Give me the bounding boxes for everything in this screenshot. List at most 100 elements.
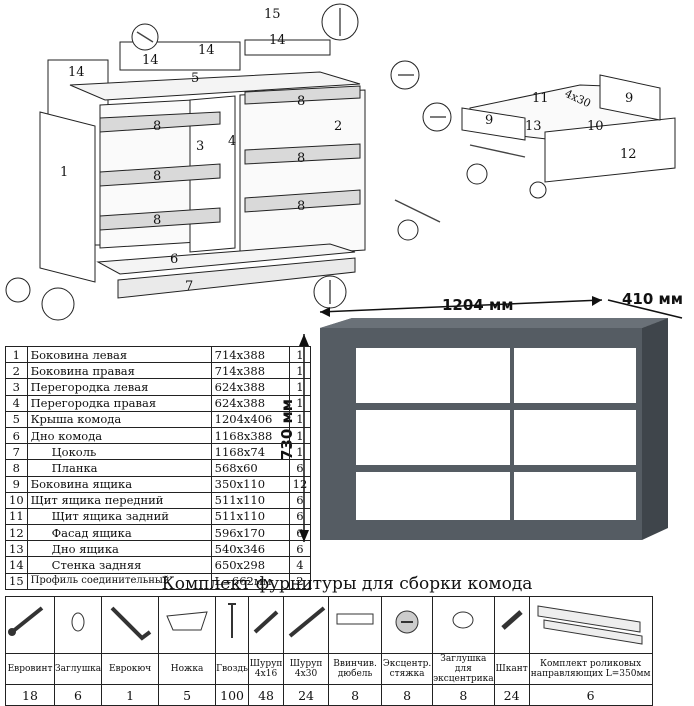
- part-size: L=662мм: [210, 572, 290, 590]
- part-name: Боковина правая: [26, 362, 212, 380]
- part-qty: 12: [288, 475, 312, 493]
- part-size: 350x110: [210, 475, 290, 493]
- svg-text:14: 14: [198, 43, 215, 58]
- part-name: Щит ящика передний: [26, 491, 212, 509]
- svg-text:11: 11: [532, 91, 549, 106]
- hex-key-icon: [110, 606, 152, 641]
- part-qty: 1: [288, 394, 312, 412]
- svg-text:14: 14: [142, 53, 159, 68]
- part-size: 1168x388: [210, 426, 290, 445]
- rail-icon: [537, 605, 643, 645]
- part-num: 4: [5, 394, 28, 412]
- part-size: 714x388: [210, 362, 290, 380]
- part-num: 3: [5, 378, 28, 396]
- kit-icon-cell: [158, 596, 217, 654]
- part-name: Боковина левая: [26, 345, 212, 364]
- part-5-top: [69, 71, 361, 101]
- kit-icon-cell: [528, 596, 653, 654]
- part-size: 1168x74: [210, 443, 290, 461]
- part-12-front: [544, 117, 676, 183]
- part-num: 11: [5, 507, 28, 526]
- part-qty: 4: [288, 556, 312, 574]
- assembly-diagram: 1 2 3 4 5 6 7 8 8 8 8 8 8 9 9 10 11 12 1…: [5, 3, 676, 321]
- part-qty: 1: [288, 345, 312, 364]
- cap-icon: [71, 612, 85, 632]
- kit-count: 5: [158, 684, 217, 706]
- kit-icon-cell: [101, 596, 160, 654]
- svg-text:7: 7: [185, 279, 193, 294]
- svg-text:14: 14: [68, 65, 85, 80]
- part-size: 624x388: [210, 394, 290, 412]
- part-num: 6: [5, 426, 28, 445]
- svg-text:8: 8: [153, 169, 161, 184]
- svg-text:2: 2: [334, 119, 342, 134]
- part-num: 8: [5, 459, 28, 477]
- part-num: 13: [5, 540, 28, 558]
- kit-count: 48: [248, 684, 285, 706]
- kit-icon-cell: [432, 596, 495, 654]
- kit-count: 18: [5, 684, 55, 706]
- svg-text:8: 8: [297, 151, 305, 166]
- kit-icon-cell: [283, 596, 330, 654]
- dowel-icon: [500, 610, 523, 630]
- svg-text:8: 8: [153, 213, 161, 228]
- svg-text:5: 5: [191, 71, 199, 86]
- part-name: Фасад ящика: [26, 524, 212, 542]
- part-name: Стенка задняя: [26, 556, 212, 574]
- svg-text:8: 8: [297, 94, 305, 109]
- kit-icon-cell: [215, 596, 250, 654]
- eccentric-cap-icon: [452, 611, 474, 629]
- part-num: 2: [5, 362, 28, 380]
- svg-text:8: 8: [153, 119, 161, 134]
- svg-text:8: 8: [297, 199, 305, 214]
- part-num: 15: [5, 572, 28, 590]
- kit-count: 100: [215, 684, 250, 706]
- part-num: 12: [5, 524, 28, 542]
- part-qty: 6: [288, 524, 312, 542]
- screw-short-icon: [253, 610, 279, 634]
- part-num: 9: [5, 475, 28, 493]
- part-size: 714x388: [210, 345, 290, 364]
- kit-icon-cell: [328, 596, 383, 654]
- dowel-screw-icon: [336, 613, 374, 625]
- part-qty: 6: [288, 459, 312, 477]
- svg-text:9: 9: [625, 91, 633, 106]
- part-qty: 1: [288, 362, 312, 380]
- part-num: 1: [5, 345, 28, 364]
- eccentric-icon: [395, 610, 419, 634]
- kit-count: 24: [283, 684, 330, 706]
- dresser-view: [299, 296, 683, 542]
- part-size: 624x388: [210, 378, 290, 396]
- svg-text:13: 13: [525, 119, 542, 134]
- kit-label: Заглушка: [53, 653, 103, 685]
- part-qty: 6: [288, 491, 312, 509]
- part-name: Дно ящика: [26, 540, 212, 558]
- part-name: Боковина ящика: [26, 475, 212, 493]
- part-name: Перегородка левая: [26, 378, 212, 396]
- eurovint-icon: [8, 606, 44, 636]
- screw-long-icon: [288, 606, 326, 638]
- kit-title: Комплект фурнитуры для сборки комода: [161, 574, 533, 594]
- kit-label: Еврокюч: [101, 653, 160, 685]
- part-qty: 6: [288, 507, 312, 526]
- part-num: 5: [5, 410, 28, 428]
- kit-count: 6: [53, 684, 103, 706]
- kit-count: 8: [328, 684, 383, 706]
- kit-count: 8: [432, 684, 495, 706]
- part-name: Крыша комода: [26, 410, 212, 428]
- kit-label: Шкант: [493, 653, 530, 685]
- nail-icon: [228, 603, 237, 638]
- part-num: 10: [5, 491, 28, 509]
